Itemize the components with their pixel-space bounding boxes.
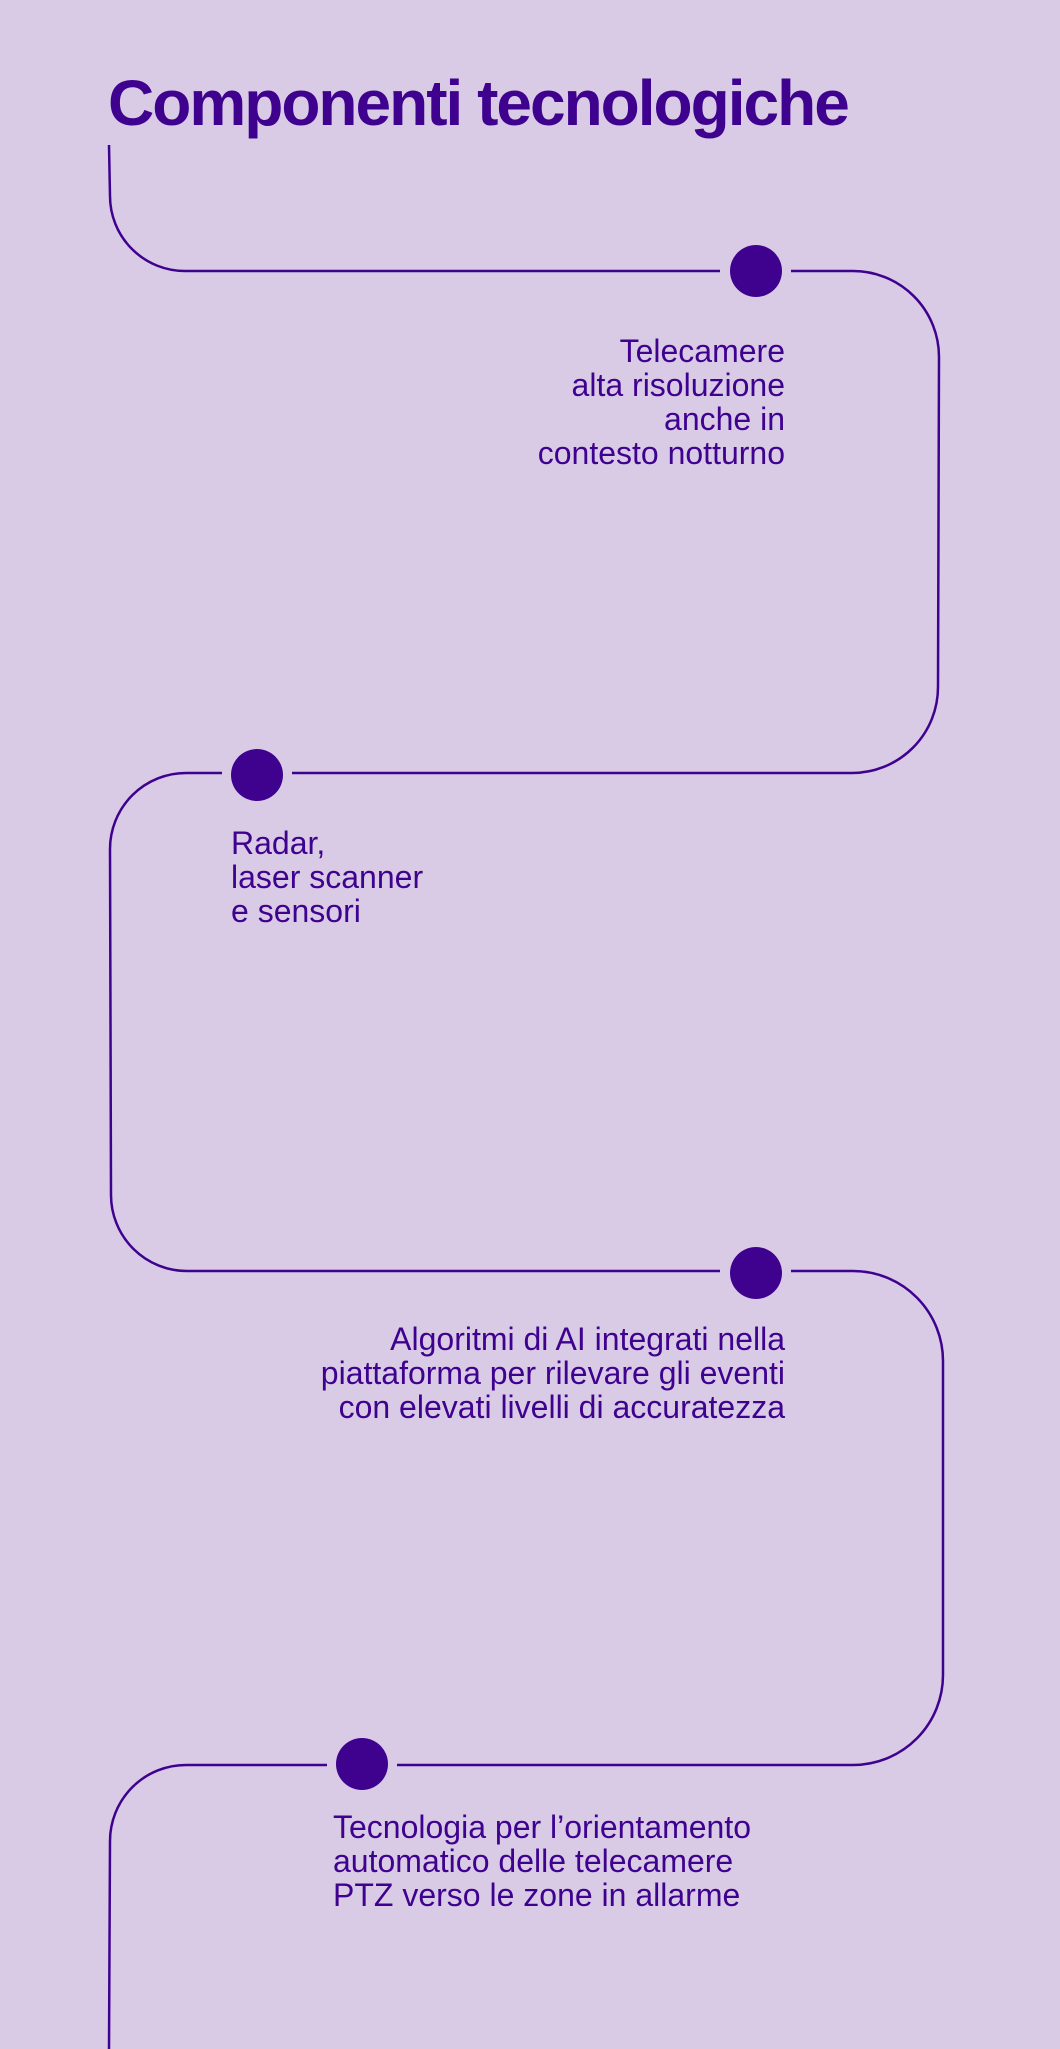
- timeline-node-1: [730, 245, 782, 297]
- step-label-ai-algorithms: Algoritmi di AI integrati nella piattafo…: [320, 1321, 785, 1425]
- step-label-ptz-orientation: Tecnologia per l’orientamento automatico…: [333, 1809, 752, 1913]
- timeline-path: [107, 144, 945, 2049]
- timeline-node-3: [730, 1247, 782, 1299]
- timeline-node-2: [231, 749, 283, 801]
- step-label-cameras: Telecamere alta risoluzione anche in con…: [537, 333, 785, 471]
- timeline-node-4: [336, 1738, 388, 1790]
- page-title: Componenti tecnologiche: [108, 67, 850, 139]
- step-label-sensors: Radar, laser scanner e sensori: [231, 825, 424, 929]
